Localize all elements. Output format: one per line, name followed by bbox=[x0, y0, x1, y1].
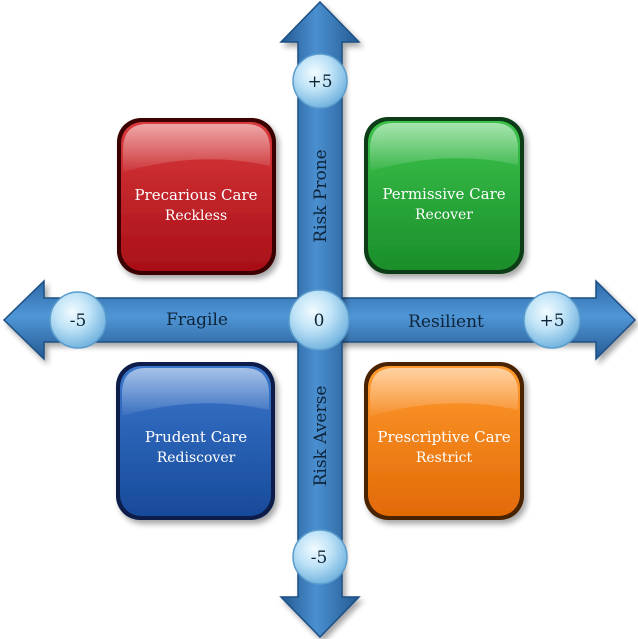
quadrant-top-right bbox=[364, 117, 524, 274]
quadrant-bottom-right-title: Prescriptive Care bbox=[377, 428, 510, 446]
node-left-value: -5 bbox=[70, 311, 87, 331]
quadrant-top-left bbox=[117, 118, 276, 275]
node-top-plus-five: +5 bbox=[292, 53, 348, 109]
quadrant-bottom-right-subtitle: Restrict bbox=[416, 450, 473, 466]
quadrant-top-left-subtitle: Reckless bbox=[165, 208, 227, 224]
node-right-plus-five: +5 bbox=[523, 291, 581, 349]
quadrant-bottom-right bbox=[364, 362, 524, 520]
axis-label-risk-prone: Risk Prone bbox=[311, 149, 331, 242]
node-bottom-value: -5 bbox=[311, 548, 328, 568]
quadrant-top-right-subtitle: Recover bbox=[415, 207, 473, 223]
node-right-value: +5 bbox=[539, 311, 564, 331]
node-origin: 0 bbox=[288, 289, 350, 351]
quadrant-top-left-title: Precarious Care bbox=[134, 186, 257, 204]
axis-label-fragile: Fragile bbox=[166, 310, 228, 330]
axis-label-risk-averse: Risk Averse bbox=[311, 386, 331, 487]
quadrant-bottom-left bbox=[116, 362, 275, 520]
node-left-minus-five: -5 bbox=[49, 291, 107, 349]
node-top-value: +5 bbox=[307, 72, 332, 92]
node-bottom-minus-five: -5 bbox=[292, 529, 348, 585]
quadrant-bottom-left-title: Prudent Care bbox=[145, 428, 247, 446]
axis-label-resilient: Resilient bbox=[408, 312, 484, 332]
node-origin-value: 0 bbox=[314, 311, 325, 331]
quadrant-top-right-title: Permissive Care bbox=[382, 185, 505, 203]
quadrant-bottom-left-subtitle: Rediscover bbox=[157, 450, 236, 466]
